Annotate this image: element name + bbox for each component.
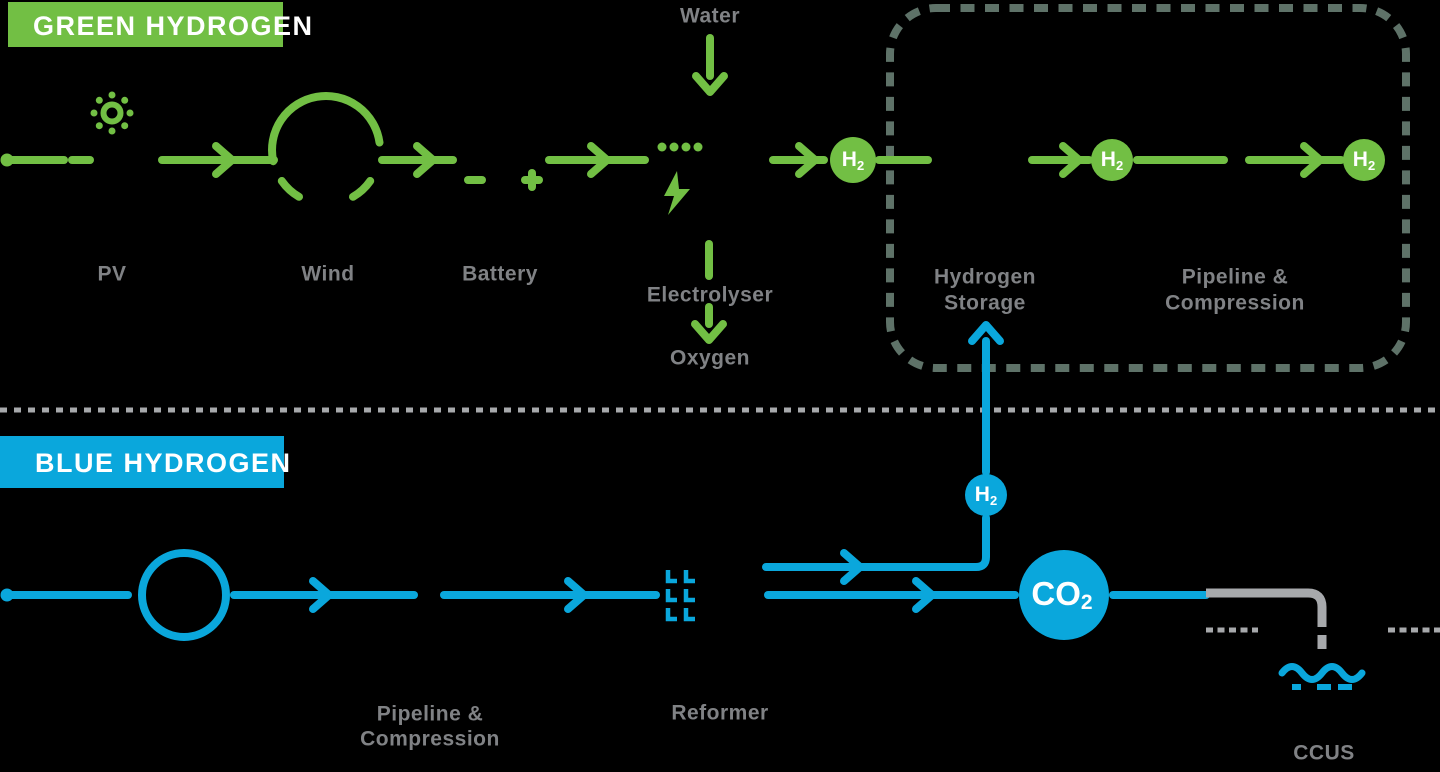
h2-label: H — [1353, 148, 1368, 171]
arrow-chevron — [564, 577, 588, 613]
arrow-chevron — [968, 321, 1004, 345]
arrow-chevron — [587, 142, 611, 178]
svg-text:CO2: CO2 — [1031, 575, 1092, 614]
arrow-chevron — [1059, 142, 1083, 178]
banner-rect — [8, 2, 283, 47]
pv-label: PV — [97, 263, 126, 286]
h2-label: H — [1101, 148, 1116, 171]
svg-text:H2: H2 — [842, 148, 864, 173]
water-label: Water — [680, 5, 740, 28]
arrow-chevron — [413, 142, 437, 178]
pipeline-compression-label-line1: Pipeline & — [377, 703, 484, 726]
h2-sub: 2 — [990, 493, 997, 508]
banner-label: GREEN HYDROGEN — [33, 11, 314, 41]
lightning-bolt-icon — [664, 171, 690, 215]
arrow-chevron — [795, 142, 819, 178]
green-flow-line — [0, 142, 1345, 178]
h2-badge-green-1: H2 — [830, 137, 876, 183]
h2-sub: 2 — [1116, 158, 1123, 173]
water-arrow — [692, 34, 728, 96]
co2-label: CO — [1031, 575, 1081, 612]
hydrogen-storage-label-line1: Hydrogen — [934, 266, 1036, 289]
battery-icon — [464, 169, 543, 191]
green-hydrogen-banner: GREEN HYDROGEN — [8, 2, 314, 47]
hydrogen-storage-label-line2: Storage — [944, 292, 1026, 315]
arrow-chevron — [840, 549, 864, 585]
sea-waves-icon — [1278, 663, 1366, 690]
blue-flow-line — [0, 577, 1210, 613]
pipeline-compression-label-line2: Compression — [1165, 292, 1305, 315]
wind-turbine-icon — [268, 91, 384, 201]
gas-source-icon — [138, 549, 230, 641]
co2-badge: CO2 — [1019, 550, 1109, 640]
h2-label: H — [842, 148, 857, 171]
pipeline-compression-label-line1: Pipeline & — [1182, 266, 1289, 289]
reformer-label: Reformer — [671, 702, 768, 725]
arrow-chevron — [1300, 142, 1324, 178]
ccus-injection-pipe-icon — [1206, 588, 1327, 649]
arrow-chevron — [212, 142, 236, 178]
pv-sun-icon — [90, 91, 134, 135]
banner-label: BLUE HYDROGEN — [35, 448, 292, 478]
battery-label: Battery — [462, 263, 538, 286]
oxygen-label: Oxygen — [670, 347, 750, 370]
arrow-chevron — [692, 72, 728, 96]
reformer-icon — [665, 570, 695, 622]
arrow-chevron — [912, 577, 936, 613]
h2-sub: 2 — [1368, 158, 1375, 173]
h2-sub: 2 — [857, 158, 864, 173]
h2-to-storage-branch — [762, 321, 1004, 585]
svg-text:H2: H2 — [975, 483, 997, 508]
wind-label: Wind — [301, 263, 354, 286]
co2-sub: 2 — [1081, 591, 1093, 614]
arrow-chevron — [691, 320, 727, 344]
svg-text:H2: H2 — [1353, 148, 1375, 173]
svg-text:H2: H2 — [1101, 148, 1123, 173]
electrolyser-icon — [657, 142, 703, 215]
h2-label: H — [975, 483, 990, 506]
arrow-chevron — [309, 577, 333, 613]
blue-hydrogen-banner: BLUE HYDROGEN — [0, 436, 292, 488]
pipeline-compression-label-line2: Compression — [360, 728, 500, 751]
oxygen-arrow — [691, 240, 727, 344]
banner-rect — [0, 436, 284, 488]
h2-badge-blue: H2 — [965, 474, 1007, 516]
ccus-label: CCUS — [1293, 742, 1355, 765]
h2-badge-green-2: H2 — [1091, 139, 1133, 181]
electrolyser-label: Electrolyser — [647, 284, 773, 307]
h2-badge-green-3: H2 — [1343, 139, 1385, 181]
